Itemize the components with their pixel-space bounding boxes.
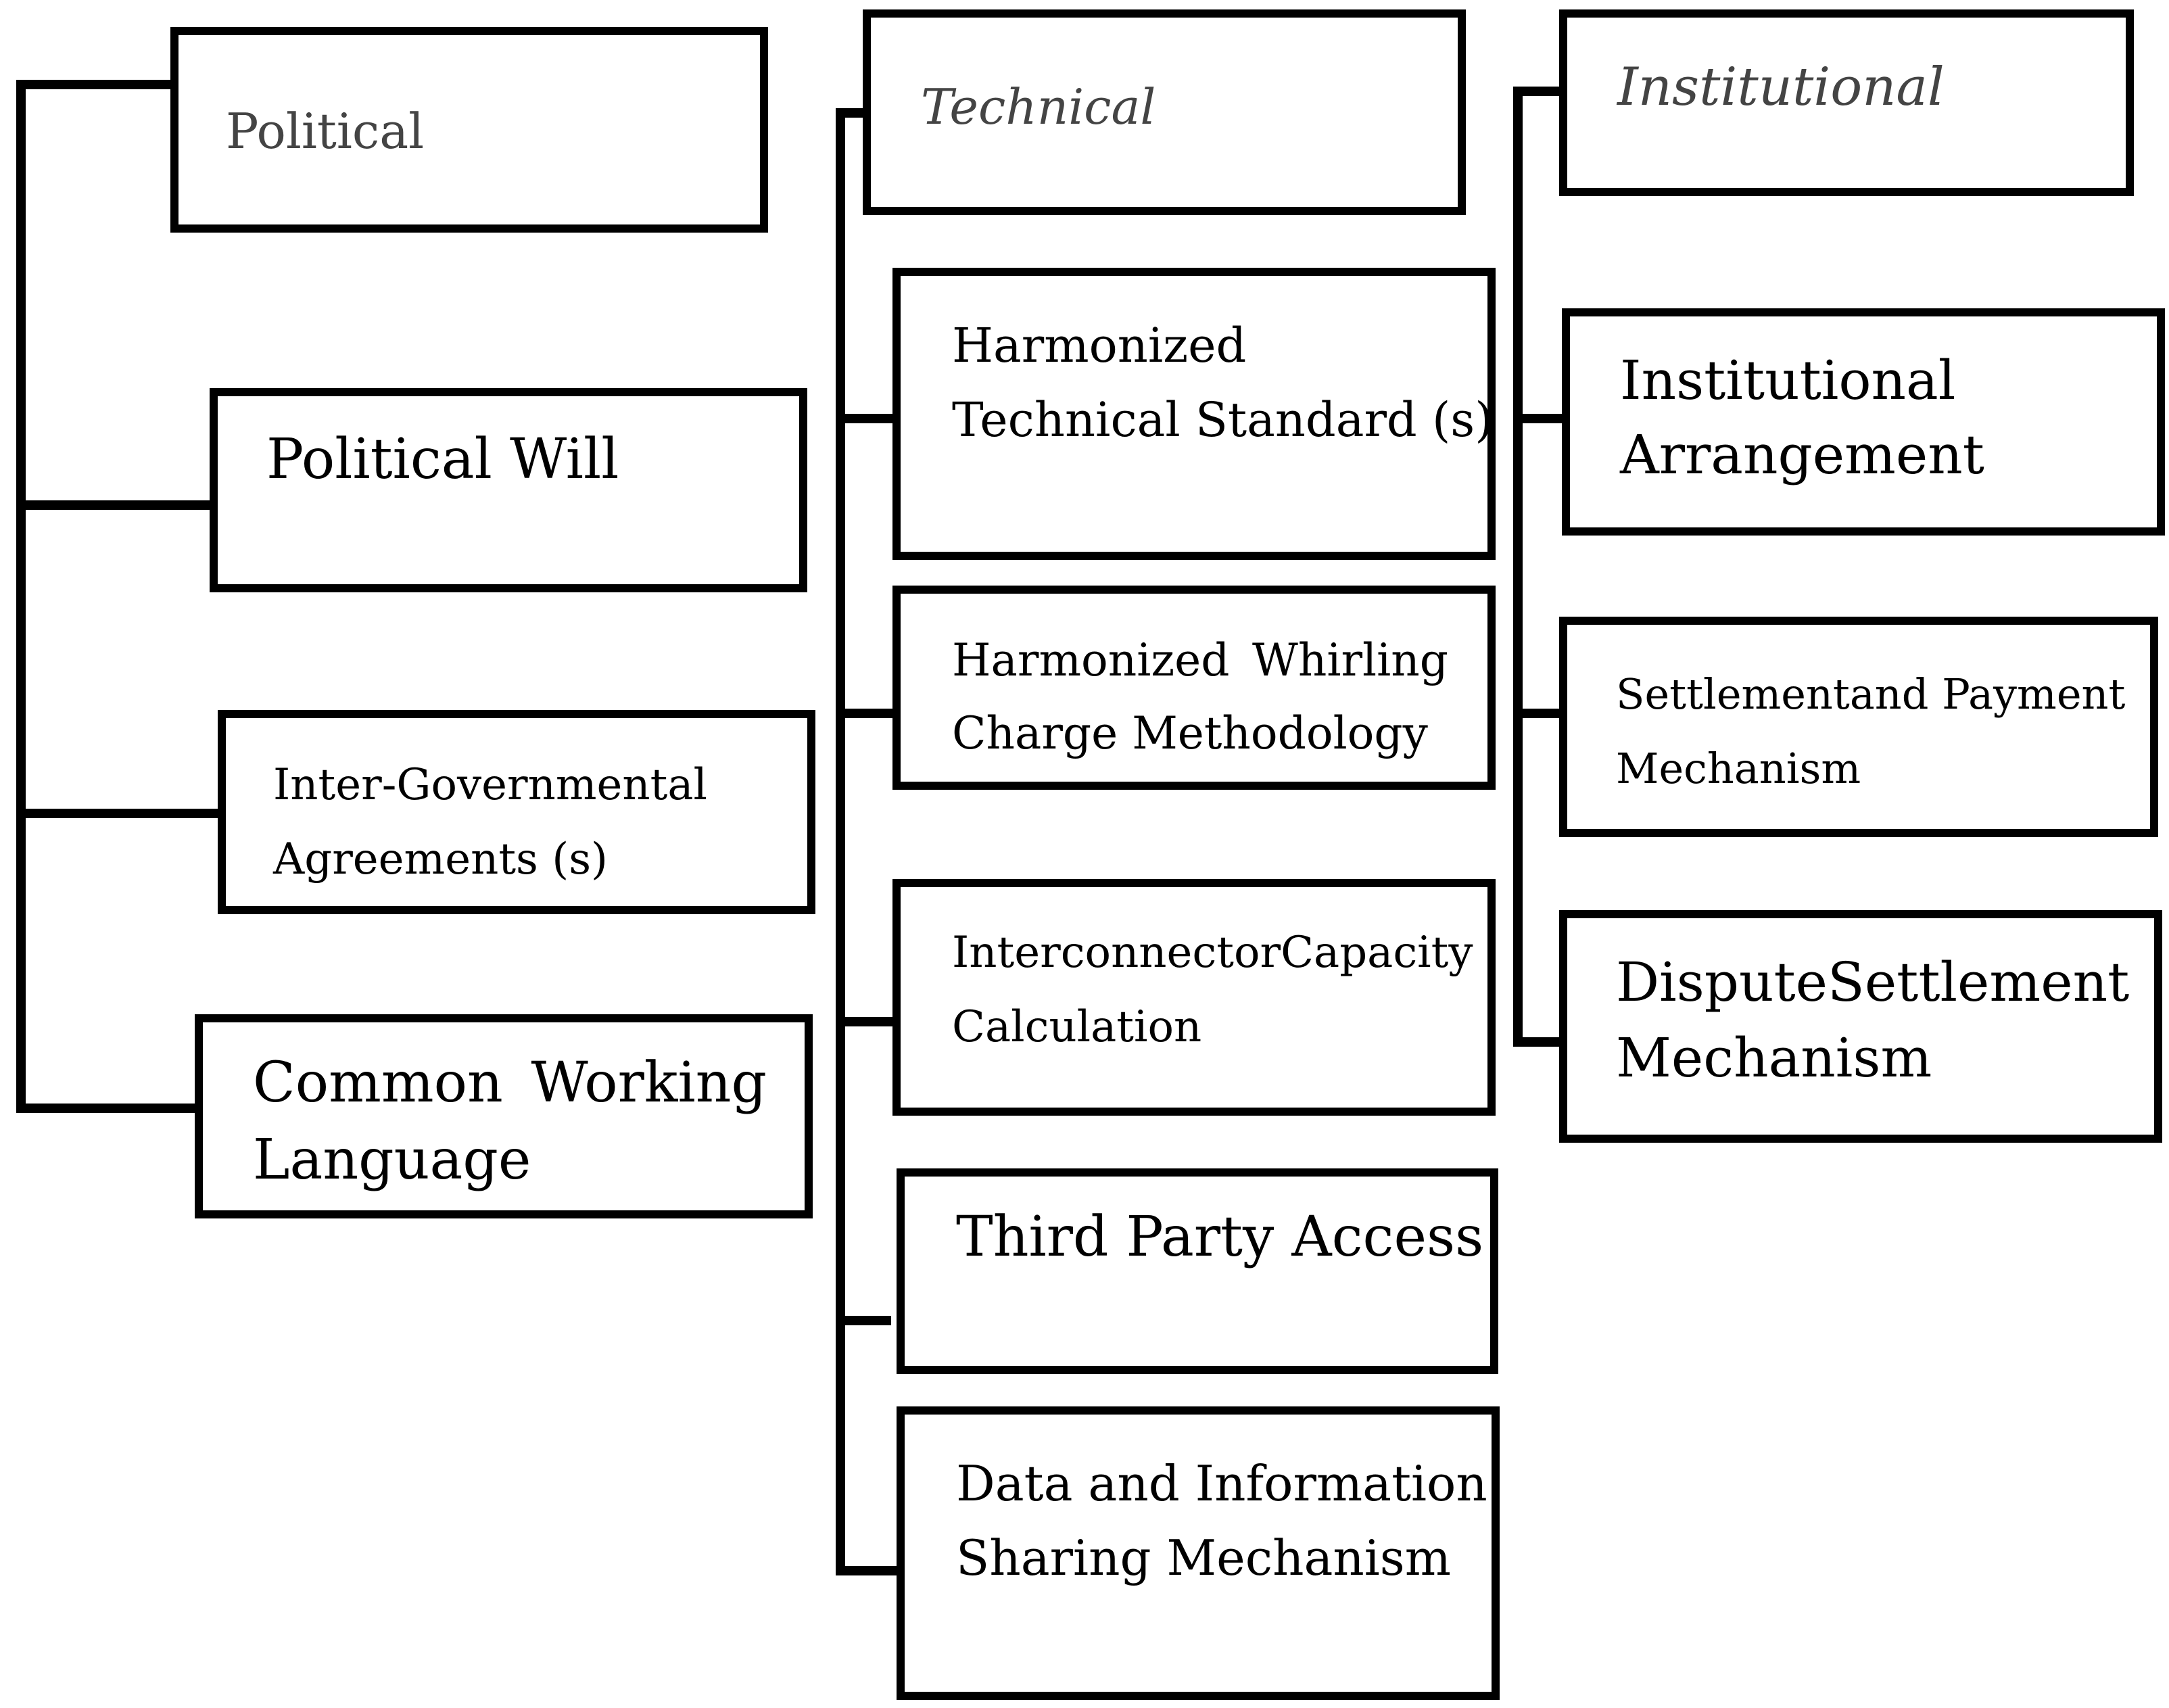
language-word: Language xyxy=(253,1128,531,1192)
political-connector-header xyxy=(16,80,173,89)
harmonized-word: Harmonized xyxy=(952,634,1230,686)
institutional-header-box: Institutional xyxy=(1559,9,2134,196)
technical-connector-header xyxy=(836,108,865,118)
political-will-box: Political Will xyxy=(210,388,807,592)
and-payment-words: and Payment xyxy=(1849,669,2126,719)
political-connector-political-will xyxy=(16,500,212,510)
third-party-access-box: Third Party Access xyxy=(897,1168,1498,1374)
settlement-word: Settlement xyxy=(1616,669,1850,719)
institutional-connector-header xyxy=(1513,87,1560,96)
institutional-arrangement-line2: Arrangement xyxy=(1620,423,1984,486)
settlement-payment-box: Settlement and Payment Mechanism xyxy=(1559,617,2158,837)
institutional-trunk-line xyxy=(1513,87,1523,1047)
technical-connector-capacity xyxy=(836,1017,901,1026)
political-header-text: Political xyxy=(226,103,425,160)
harmonized-technical-standards-box: Harmonized Technical Standard (s) xyxy=(892,268,1496,560)
institutional-header-text: Institutional xyxy=(1617,57,1945,118)
settlement-line1: Settlement and Payment xyxy=(1616,669,2125,719)
harmonized-standards-line1: Harmonized xyxy=(952,318,1247,373)
dispute-line2: Mechanism xyxy=(1616,1026,1932,1089)
whirling-word: Whirling xyxy=(1252,634,1448,686)
whirling-line2: Charge Methodology xyxy=(952,707,1428,759)
technical-connector-whirling xyxy=(836,709,901,718)
dispute-settlement-box: Dispute Settlement Mechanism xyxy=(1559,910,2162,1143)
intergovernmental-line1: Inter-Governmental xyxy=(273,760,707,810)
institutional-arrangement-line1: Institutional xyxy=(1620,349,1956,412)
dispute-word: Dispute xyxy=(1616,951,1828,1014)
working-word: Working xyxy=(531,1051,767,1115)
harmonized-standards-line2: Technical Standard (s) xyxy=(952,392,1494,448)
technical-header-box: Technical xyxy=(863,9,1466,215)
common-word: Common xyxy=(253,1051,503,1115)
intergovernmental-line2: Agreements (s) xyxy=(273,834,608,884)
political-connector-intergov xyxy=(16,809,220,818)
political-connector-language xyxy=(16,1104,204,1113)
interconnector-capacity-box: Interconnector Capacity Calculation xyxy=(892,879,1496,1116)
technical-connector-data xyxy=(836,1566,901,1575)
data-sharing-line2: Sharing Mechanism xyxy=(956,1529,1451,1586)
data-sharing-line1: Data and Information xyxy=(956,1455,1487,1512)
third-party-access-text: Third Party Access xyxy=(956,1205,1484,1269)
common-working-line1: Common Working xyxy=(253,1051,767,1115)
institutional-arrangement-box: Institutional Arrangement xyxy=(1562,308,2165,536)
dispute-line1: Dispute Settlement xyxy=(1616,951,2129,1014)
data-information-sharing-box: Data and Information Sharing Mechanism xyxy=(897,1406,1500,1700)
settlement-word-2: Settlement xyxy=(1828,951,2130,1014)
capacity-line1: Interconnector Capacity xyxy=(952,928,1473,978)
capacity-line2: Calculation xyxy=(952,1002,1202,1052)
institutional-connector-settlement xyxy=(1513,709,1560,718)
political-header-box: Political xyxy=(170,27,768,233)
capacity-word: Capacity xyxy=(1281,928,1473,978)
technical-connector-third-party xyxy=(836,1316,891,1325)
intergovernmental-agreements-box: Inter-Governmental Agreements (s) xyxy=(218,710,815,914)
common-working-language-box: Common Working Language xyxy=(195,1014,813,1218)
political-will-text: Political Will xyxy=(266,427,619,492)
political-trunk-line xyxy=(16,80,26,1113)
settlement-line2: Mechanism xyxy=(1616,744,1861,793)
harmonized-whirling-charge-box: Harmonized Whirling Charge Methodology xyxy=(892,586,1496,790)
institutional-connector-dispute xyxy=(1513,1037,1560,1047)
whirling-line1: Harmonized Whirling xyxy=(952,634,1448,686)
technical-connector-standards xyxy=(836,414,910,423)
technical-header-text: Technical xyxy=(921,78,1156,135)
technical-trunk-line xyxy=(836,108,845,1575)
interconnector-word: Interconnector xyxy=(952,928,1281,978)
institutional-connector-arrangement xyxy=(1513,414,1565,423)
